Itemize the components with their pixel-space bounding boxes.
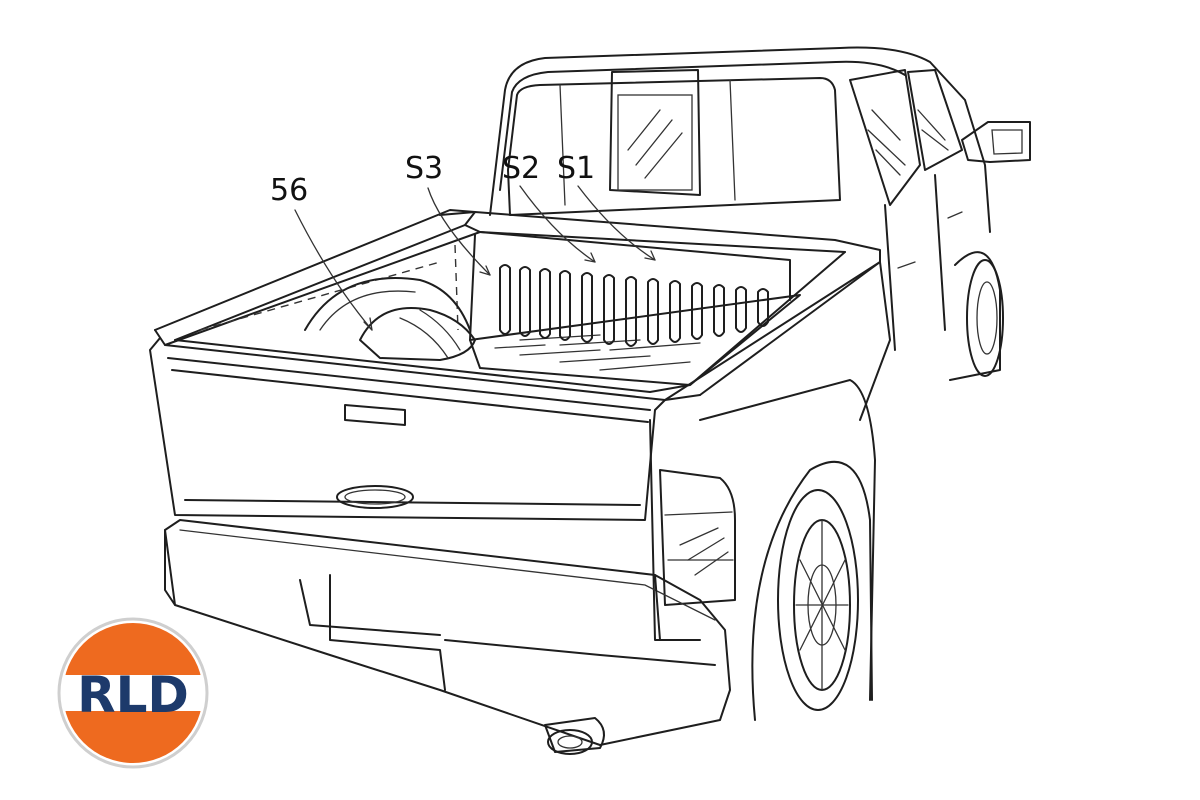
leader-lines (294, 185, 656, 331)
rld-logo: RLD (57, 617, 209, 769)
truck-cab (489, 46, 1031, 351)
ref-label-56: 56 (270, 173, 308, 208)
rear-quarter (649, 251, 1004, 721)
ref-label-s2: S2 (502, 151, 540, 186)
ref-label-s3: S3 (405, 151, 443, 186)
truck-bed (154, 209, 891, 421)
tailgate (149, 337, 666, 521)
ref-label-s1: S1 (557, 151, 595, 186)
corrugated-panel (499, 264, 769, 347)
rear-bumper (164, 519, 731, 755)
logo-text: RLD (77, 666, 189, 724)
